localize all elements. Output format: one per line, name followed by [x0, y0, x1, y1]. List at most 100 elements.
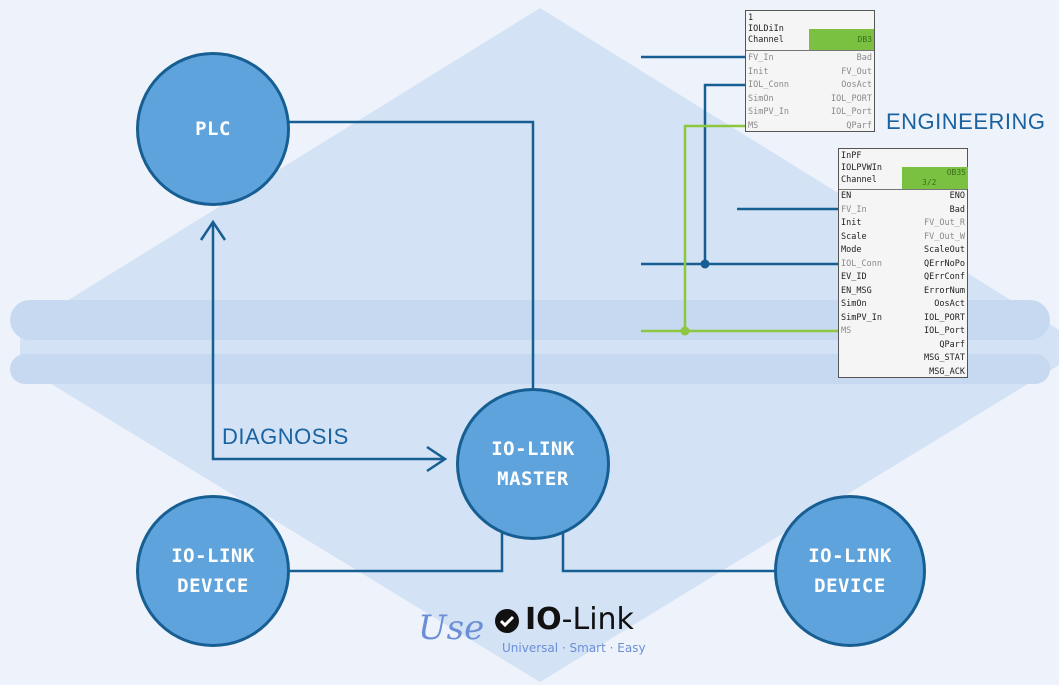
block2-output-pin: ScaleOut [924, 245, 965, 255]
plc-label: PLC [195, 118, 231, 140]
block2-pin-row: Mode ScaleOut [839, 244, 967, 258]
block2-pin-row: SimOn OosAct [839, 298, 967, 312]
master-label-line2: MASTER [497, 468, 569, 490]
block2-output-pin: FV_Out_W [924, 231, 965, 242]
block1-output-pin: IOL_PORT [831, 93, 872, 104]
block2-pin-row: Init FV_Out_R [839, 217, 967, 231]
block2-pin-row: EN ENO [839, 190, 967, 204]
io-link-device-right-node: IO-LINK DEVICE [774, 495, 926, 647]
block1-output-pin: QParf [846, 120, 872, 131]
block2-input-pin: EV_ID [841, 272, 867, 282]
block2-pin-row: IOL_Conn QErrNoPo [839, 258, 967, 272]
master-label-line1: IO-LINK [491, 438, 575, 460]
device-left-label-line2: DEVICE [177, 575, 249, 597]
block2-pin-row: MSG_STAT [839, 352, 967, 366]
io-link-master-node: IO-LINK MASTER [456, 388, 610, 540]
use-io-link-logo: Use IO-Link Universal · Smart · Easy [418, 596, 658, 666]
block2-input-pin: EN_MSG [841, 285, 872, 296]
block2-output-pin: MSG_ACK [929, 366, 965, 377]
block1-input-pin: Init [748, 66, 769, 77]
block1-pin-row: SimOn IOL_PORT [746, 93, 874, 107]
block2-output-pin: IOL_PORT [924, 312, 965, 323]
block2-pin-row: MSG_ACK [839, 366, 967, 380]
block2-pin-row: FV_In Bad [839, 204, 967, 218]
device-left-label-line1: IO-LINK [171, 545, 255, 567]
band-lower [10, 354, 1050, 384]
wire-junction-blue [700, 259, 710, 269]
plc-node: PLC [136, 52, 290, 206]
block2-input-pin: Init [841, 218, 862, 228]
block2-input-pin: FV_In [841, 204, 867, 215]
block2-input-pin: Scale [841, 231, 867, 242]
block2-output-pin: QErrNoPo [924, 258, 965, 269]
block1-header-type: IOLDiIn [748, 24, 784, 34]
block2-output-pin: ErrorNum [924, 285, 965, 296]
block1-pin-row: FV_In Bad [746, 52, 874, 66]
block2-badge-seq: 3/2 [922, 178, 937, 187]
diagnosis-arrowhead-right [426, 445, 448, 473]
block2-header-type: IOLPVWIn [841, 163, 882, 173]
block2-output-pin: IOL_Port [924, 326, 965, 336]
wire-plc-master [288, 120, 535, 404]
logo-tagline: Universal · Smart · Easy [502, 641, 646, 655]
engineering-label: ENGINEERING [886, 109, 1046, 134]
logo-wordmark: IO-Link [525, 602, 634, 637]
block1-badge: DB3 [809, 29, 874, 51]
block2-separator [839, 189, 967, 190]
block1-input-pin: MS [748, 120, 759, 131]
diagnosis-arrow-line [211, 222, 443, 461]
block2-pin-row: EN_MSG ErrorNum [839, 285, 967, 299]
block1-separator [746, 50, 874, 51]
block2-pin-row: QParf [839, 339, 967, 353]
io-link-logo-icon [495, 609, 519, 633]
function-block-iol-pvw-in: InPF IOLPVWIn Channel OB35 3/2 EN ENO FV_I… [838, 148, 968, 378]
block2-input-pin: EN [841, 191, 852, 201]
block2-output-pin: FV_Out_R [924, 218, 965, 228]
block2-badge: OB35 3/2 [902, 167, 968, 189]
block1-input-pin: FV_In [748, 53, 774, 63]
block1-input-pin: SimPV_In [748, 107, 789, 117]
block2-output-pin: ENO [949, 191, 965, 201]
block1-header-channel: Channel [748, 35, 784, 45]
diagnosis-arrowhead-up [199, 219, 227, 241]
wire-green-ms [683, 124, 745, 331]
diagnosis-label: DIAGNOSIS [222, 424, 349, 449]
block2-pin-row: Scale FV_Out_W [839, 231, 967, 245]
io-link-device-left-node: IO-LINK DEVICE [136, 495, 290, 647]
device-right-label-line2: DEVICE [814, 575, 886, 597]
device-right-label-line1: IO-LINK [808, 545, 892, 567]
wire-master-device-right [561, 532, 780, 573]
block2-badge-ob: OB35 [946, 168, 966, 177]
block2-input-pin: SimOn [841, 299, 867, 309]
block1-header-number: 1 [748, 13, 754, 23]
logo-link-text: -Link [561, 602, 634, 637]
block2-output-pin: QParf [939, 339, 965, 350]
block2-header-name: InPF [841, 151, 862, 161]
block2-output-pin: MSG_STAT [924, 353, 965, 363]
block1-pin-row: MS QParf [746, 120, 874, 134]
block2-pin-row: EV_ID QErrConf [839, 271, 967, 285]
block2-header-channel: Channel [841, 175, 877, 185]
logo-io-text: IO [525, 602, 562, 637]
block2-output-pin: Bad [949, 204, 965, 215]
block2-input-pin: Mode [841, 245, 862, 255]
logo-use-text: Use [418, 608, 485, 648]
block2-pin-row: SimPV_In IOL_PORT [839, 312, 967, 326]
block2-input-pin: SimPV_In [841, 312, 882, 323]
block2-output-pin: OosAct [934, 299, 965, 309]
block2-pin-row: MS IOL_Port [839, 325, 967, 339]
block2-output-pin: QErrConf [924, 272, 965, 282]
block1-output-pin: Bad [856, 53, 872, 63]
wire-master-device-left [270, 532, 504, 573]
block2-input-pin: MS [841, 326, 852, 336]
wire-block1-conn [703, 83, 745, 264]
block2-input-pin: IOL_Conn [841, 258, 882, 269]
wire-junction-green [680, 326, 690, 336]
block1-input-pin: SimOn [748, 93, 774, 104]
block1-input-pin: IOL_Conn [748, 80, 789, 90]
